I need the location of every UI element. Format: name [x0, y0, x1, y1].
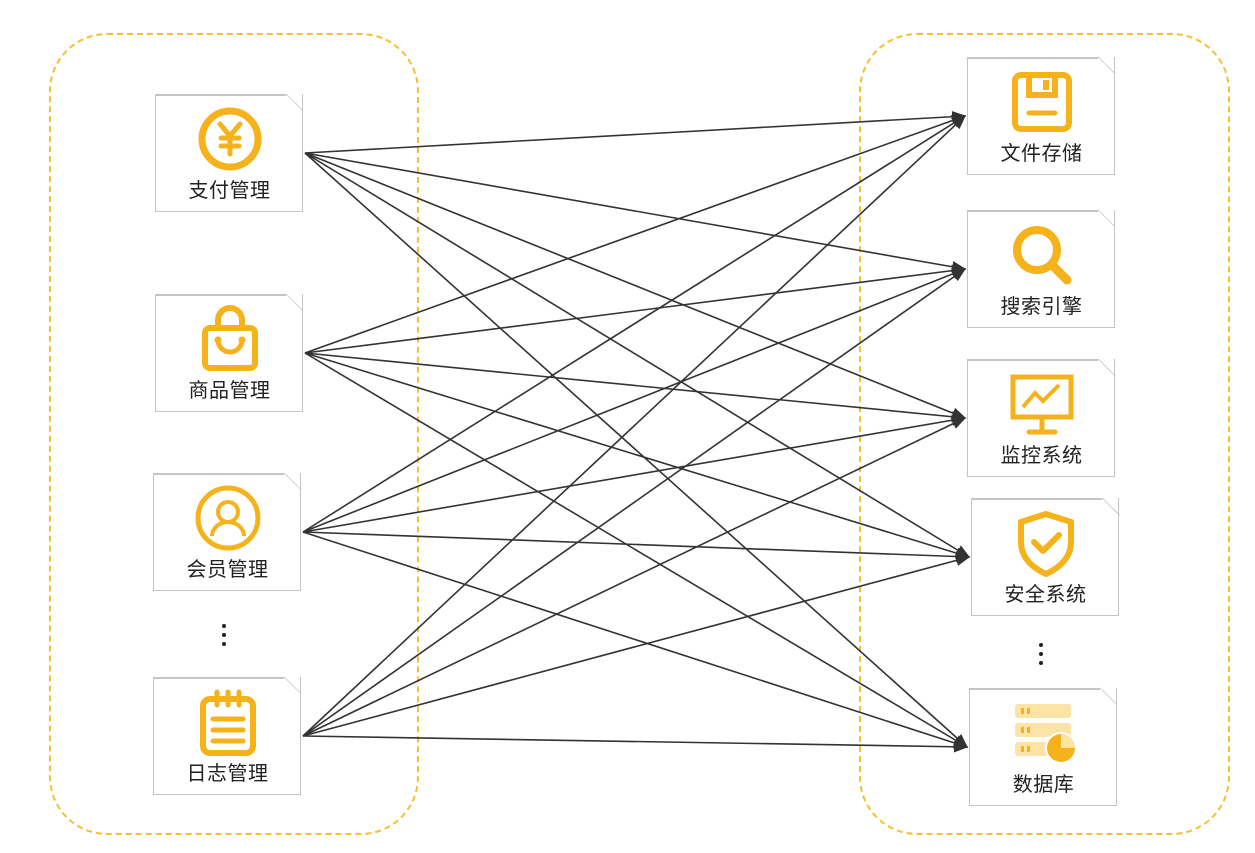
- edge-log-to-search-engine: [302, 268, 967, 737]
- node-label: 会员管理: [186, 557, 269, 581]
- shield-check-icon: [1017, 511, 1074, 577]
- edge-member-to-search-engine: [302, 268, 967, 533]
- edge-log-to-monitoring: [302, 417, 967, 737]
- node-label: 安全系统: [1004, 582, 1087, 606]
- edge-log-to-file-storage: [302, 115, 967, 737]
- edge-payment-to-search-engine: [304, 152, 967, 273]
- clipboard-list-icon: [199, 689, 256, 756]
- left-ellipsis: [219, 624, 229, 651]
- edge-payment-to-file-storage: [304, 110, 967, 154]
- yen-coin-icon: [198, 107, 261, 171]
- edge-log-to-database: [302, 735, 969, 753]
- right-group-frame: [859, 33, 1230, 835]
- node-label: 搜索引擎: [1000, 294, 1083, 318]
- node-label: 日志管理: [186, 761, 269, 785]
- edge-log-to-security: [302, 554, 971, 737]
- magnifier-icon: [1012, 226, 1071, 285]
- node-label: 监控系统: [1000, 443, 1083, 467]
- edge-member-to-file-storage: [302, 115, 967, 533]
- node-product[interactable]: 商品管理: [154, 293, 304, 412]
- edge-member-to-security: [302, 531, 971, 563]
- edge-product-to-database: [304, 352, 969, 748]
- edge-product-to-security: [304, 352, 971, 559]
- edge-product-to-search-engine: [304, 264, 967, 354]
- node-member[interactable]: 会员管理: [152, 472, 302, 591]
- left-group-frame: [49, 33, 419, 835]
- edge-member-to-monitoring: [302, 414, 967, 533]
- edge-product-to-monitoring: [304, 352, 967, 423]
- node-monitoring[interactable]: 监控系统: [966, 358, 1116, 477]
- user-avatar-icon: [195, 485, 260, 551]
- database-server-icon: [1014, 704, 1077, 764]
- node-label: 商品管理: [188, 378, 271, 402]
- monitor-chart-icon: [1010, 374, 1073, 435]
- node-log[interactable]: 日志管理: [152, 676, 302, 795]
- node-database[interactable]: 数据库: [968, 687, 1118, 806]
- right-ellipsis: [1036, 643, 1046, 670]
- edge-payment-to-security: [304, 152, 971, 558]
- floppy-disk-icon: [1011, 72, 1072, 132]
- node-label: 支付管理: [188, 178, 271, 202]
- node-label: 文件存储: [1000, 141, 1083, 165]
- node-security[interactable]: 安全系统: [970, 497, 1120, 616]
- edge-payment-to-monitoring: [304, 152, 967, 419]
- edge-member-to-database: [302, 531, 969, 749]
- node-search-engine[interactable]: 搜索引擎: [966, 209, 1116, 328]
- shopping-bag-icon: [201, 305, 258, 371]
- node-label: 数据库: [1012, 772, 1075, 796]
- node-file-storage[interactable]: 文件存储: [966, 56, 1116, 175]
- edge-payment-to-database: [304, 152, 969, 748]
- node-payment[interactable]: 支付管理: [154, 93, 304, 212]
- edge-product-to-file-storage: [304, 114, 967, 354]
